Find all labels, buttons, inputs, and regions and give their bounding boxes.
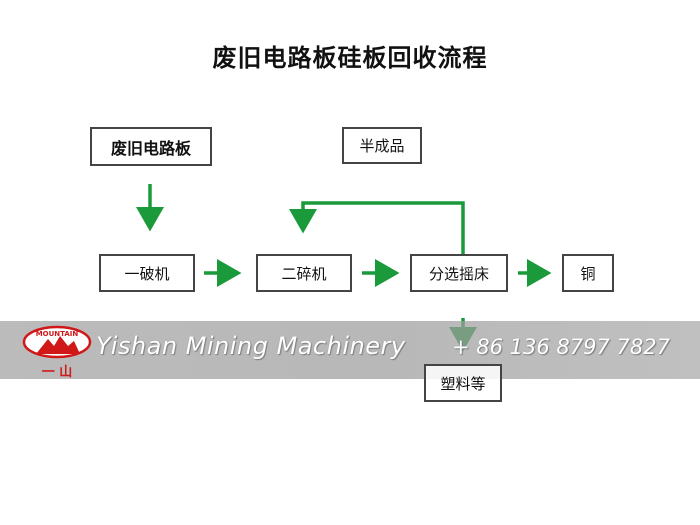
arrow-shaker-return-to-crusher2 bbox=[289, 201, 465, 254]
node-semi-finished: 半成品 bbox=[342, 127, 422, 164]
diagram-title: 废旧电路板硅板回收流程 bbox=[212, 44, 488, 72]
svg-text:MOUNTAIN: MOUNTAIN bbox=[36, 330, 79, 338]
watermark-band bbox=[0, 321, 700, 379]
node-copper: 铜 bbox=[562, 254, 614, 292]
node-crusher2: 二碎机 bbox=[256, 254, 352, 292]
node-source: 废旧电路板 bbox=[90, 127, 212, 166]
node-crusher1: 一破机 bbox=[99, 254, 195, 292]
svg-text:一 山: 一 山 bbox=[42, 364, 73, 380]
node-shaker: 分选摇床 bbox=[410, 254, 508, 292]
mountain-logo-icon: MOUNTAIN 一 山 bbox=[22, 325, 92, 380]
node-plastic: 塑料等 bbox=[424, 364, 502, 402]
watermark-company: Yishan Mining Machinery bbox=[96, 332, 406, 360]
watermark-phone: + 86 136 8797 7827 bbox=[452, 335, 670, 359]
